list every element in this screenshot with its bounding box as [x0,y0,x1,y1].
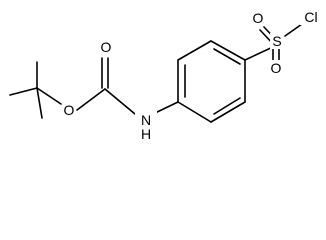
bond-sulfur-chlorine [284,23,303,37]
bond-o-ester-carbonyl-c [76,88,106,111]
ring-bond-5 [210,101,246,123]
atom-o-ester: O [64,102,75,118]
atom-n-amide: N [141,112,151,128]
atom-sulfur: S [272,33,281,49]
bond-carbonyl-c-nitrogen [104,88,136,115]
tert-butyl-group [9,61,62,119]
atom-h-amide: H [141,126,151,142]
atom-o-sulfonyl-left: O [253,10,264,26]
bond-tbu-methyl-bottom [36,87,43,119]
ring-inner-double-top [213,48,241,65]
bond-tbu-o-ester [36,87,62,105]
bond-nitrogen-ring [152,101,179,115]
bond-tbu-methyl-left [9,87,38,96]
carbamate-group [76,57,179,115]
ring-bond-2 [177,40,212,61]
ring-inner-double-bottom [213,97,241,115]
chemical-structure-diagram: O O N H S O O Cl [9,9,322,142]
atom-o-carbonyl: O [101,39,112,55]
benzene-ring [177,40,246,123]
atom-chlorine: Cl [304,9,317,25]
ring-bond-3 [210,40,246,61]
atom-labels: O O N H S O O Cl [62,9,322,142]
ring-bond-6 [177,101,212,123]
atom-o-sulfonyl-bottom: O [271,60,282,76]
